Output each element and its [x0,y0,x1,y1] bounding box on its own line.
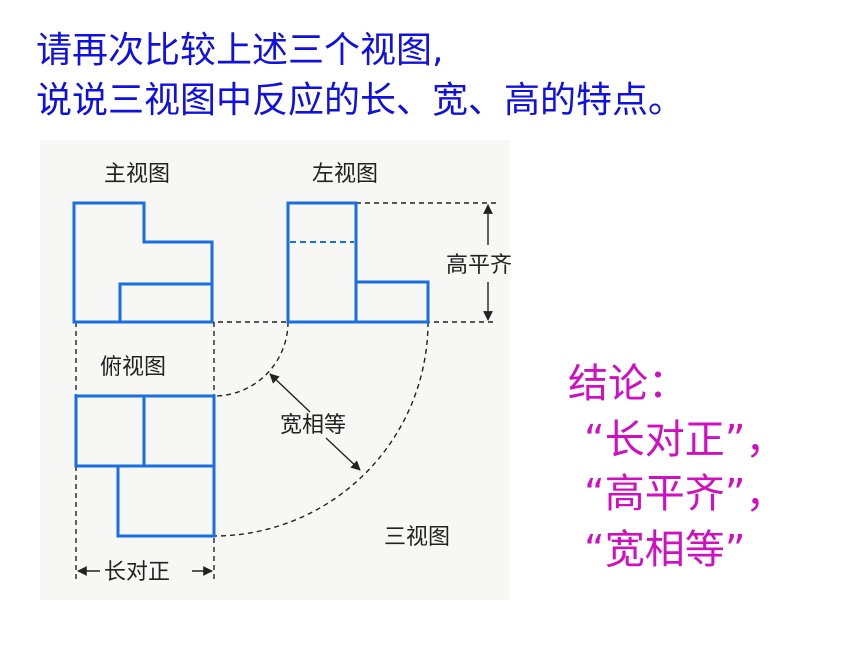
left-view [286,201,430,324]
top-view [74,394,216,538]
guide-width-inner-arc [213,321,289,397]
conclusion-title: 结论： [568,361,688,407]
three-views-label: 三视图 [384,525,450,550]
width-arrow-outer [325,437,361,471]
heading-line-1: 请再次比较上述三个视图, [36,30,444,71]
length-label: 长对正 [104,560,170,585]
conclusion-rule-width: “宽相等” [584,527,746,573]
conclusion-rule-height: “高平齐”， [584,471,786,517]
height-label: 高平齐 [446,253,512,278]
width-label: 宽相等 [280,413,346,438]
front-view-outline [72,201,214,324]
front-view-step [118,282,212,322]
top-view-label: 俯视图 [100,355,166,380]
front-view-label: 主视图 [104,162,170,187]
conclusion-rule-length: “长对正”， [584,417,786,463]
left-view-outline [286,201,430,324]
width-arrow-inner [269,373,311,413]
front-view [72,201,214,324]
top-view-outline [74,394,216,538]
left-view-label: 左视图 [312,162,378,187]
heading-line-2: 说说三视图中反应的长、宽、高的特点。 [36,80,685,121]
guide-width-outer-arc [213,321,429,537]
